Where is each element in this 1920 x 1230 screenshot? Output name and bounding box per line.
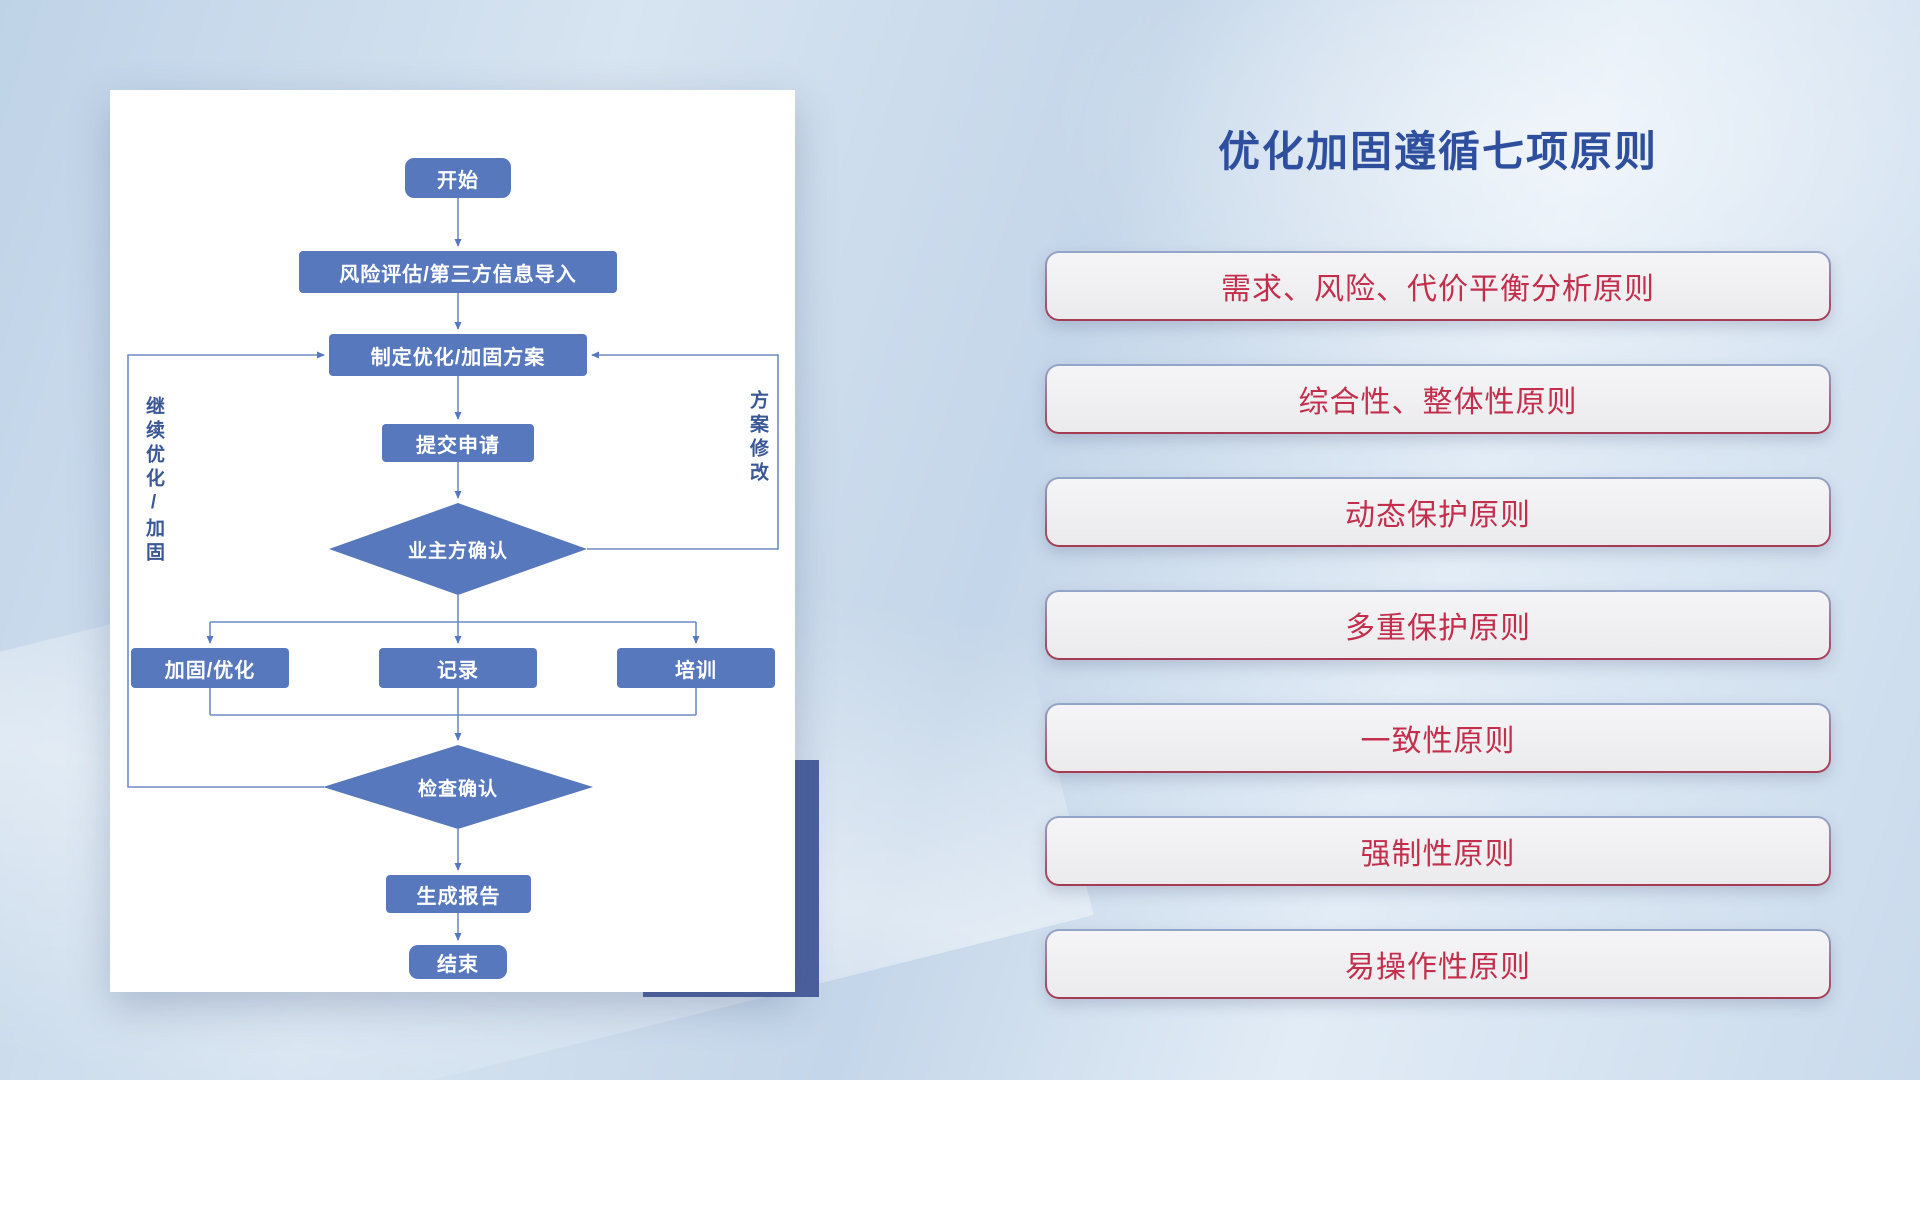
principle-item: 易操作性原则 <box>1045 929 1831 999</box>
flow-node-end: 结束 <box>409 945 507 979</box>
flow-node-submit: 提交申请 <box>382 424 534 462</box>
principles-panel: 优化加固遵循七项原则 需求、风险、代价平衡分析原则 综合性、整体性原则 动态保护… <box>1045 118 1831 999</box>
flow-node-record: 记录 <box>379 648 537 688</box>
flow-label-plan-modify: 方案修改 <box>747 390 768 486</box>
principle-item: 多重保护原则 <box>1045 590 1831 660</box>
principle-label: 易操作性原则 <box>1047 931 1829 997</box>
flow-node-start: 开始 <box>405 158 511 198</box>
principle-label: 强制性原则 <box>1047 818 1829 884</box>
principle-label: 综合性、整体性原则 <box>1047 366 1829 432</box>
principle-item: 一致性原则 <box>1045 703 1831 773</box>
principle-label: 动态保护原则 <box>1047 479 1829 545</box>
principle-item: 综合性、整体性原则 <box>1045 364 1831 434</box>
principle-label: 需求、风险、代价平衡分析原则 <box>1047 253 1829 319</box>
principle-item: 需求、风险、代价平衡分析原则 <box>1045 251 1831 321</box>
flowchart-connectors <box>127 198 779 941</box>
flowchart-card: 开始 风险评估/第三方信息导入 制定优化/加固方案 提交申请 业主方确认 加固/… <box>110 90 795 992</box>
principle-item: 强制性原则 <box>1045 816 1831 886</box>
page-title: 优化加固遵循七项原则 <box>1217 128 1658 175</box>
flow-label-continue-optimize: 继续优化/加固 <box>143 396 164 566</box>
principles-list: 需求、风险、代价平衡分析原则 综合性、整体性原则 动态保护原则 多重保护原则 一… <box>1045 251 1831 999</box>
principle-label: 一致性原则 <box>1047 705 1829 771</box>
flow-node-report: 生成报告 <box>386 875 531 913</box>
flow-node-risk-import: 风险评估/第三方信息导入 <box>299 251 617 293</box>
principle-label: 多重保护原则 <box>1047 592 1829 658</box>
principle-item: 动态保护原则 <box>1045 477 1831 547</box>
flow-node-plan: 制定优化/加固方案 <box>329 334 587 376</box>
flow-node-training: 培训 <box>617 648 775 688</box>
flow-node-reinforce: 加固/优化 <box>131 648 289 688</box>
